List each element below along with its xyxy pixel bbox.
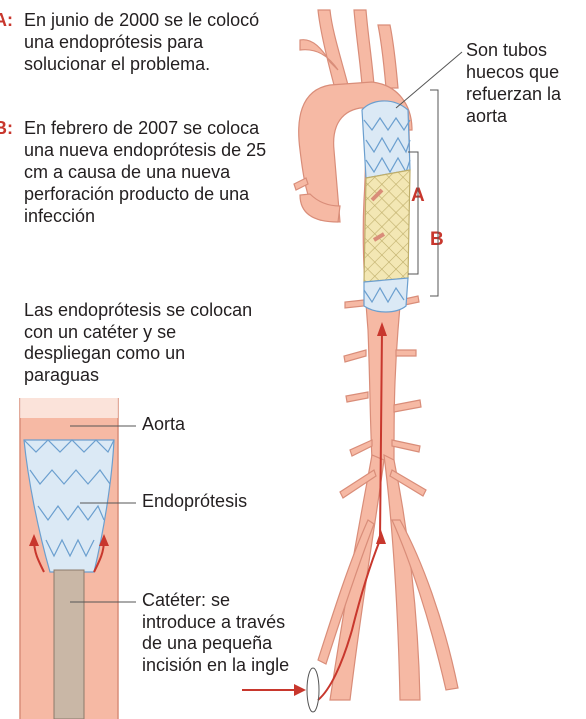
neck-artery-left <box>318 10 348 85</box>
callout-leader <box>396 52 462 108</box>
side-branch-5 <box>346 392 368 402</box>
side-branch-1 <box>345 300 364 308</box>
side-branch-8 <box>392 440 420 452</box>
inset-catheter <box>54 570 84 719</box>
stent-body <box>364 170 410 282</box>
side-branch-3 <box>344 350 366 362</box>
catheter-arrow-head-lower <box>376 530 386 544</box>
bracket-b <box>430 90 438 296</box>
side-branch-7 <box>350 440 372 456</box>
incision-arrow-head <box>294 684 306 696</box>
neck-artery-right <box>378 25 398 88</box>
neck-artery-mid <box>354 10 374 85</box>
stent-graft <box>362 101 410 312</box>
incision-ellipse <box>307 668 319 712</box>
side-branch-6 <box>394 400 421 412</box>
inset-diagram <box>20 398 136 719</box>
stent-lower-mesh <box>364 278 408 312</box>
side-branch-4 <box>396 350 416 356</box>
iliac-left <box>330 455 384 700</box>
